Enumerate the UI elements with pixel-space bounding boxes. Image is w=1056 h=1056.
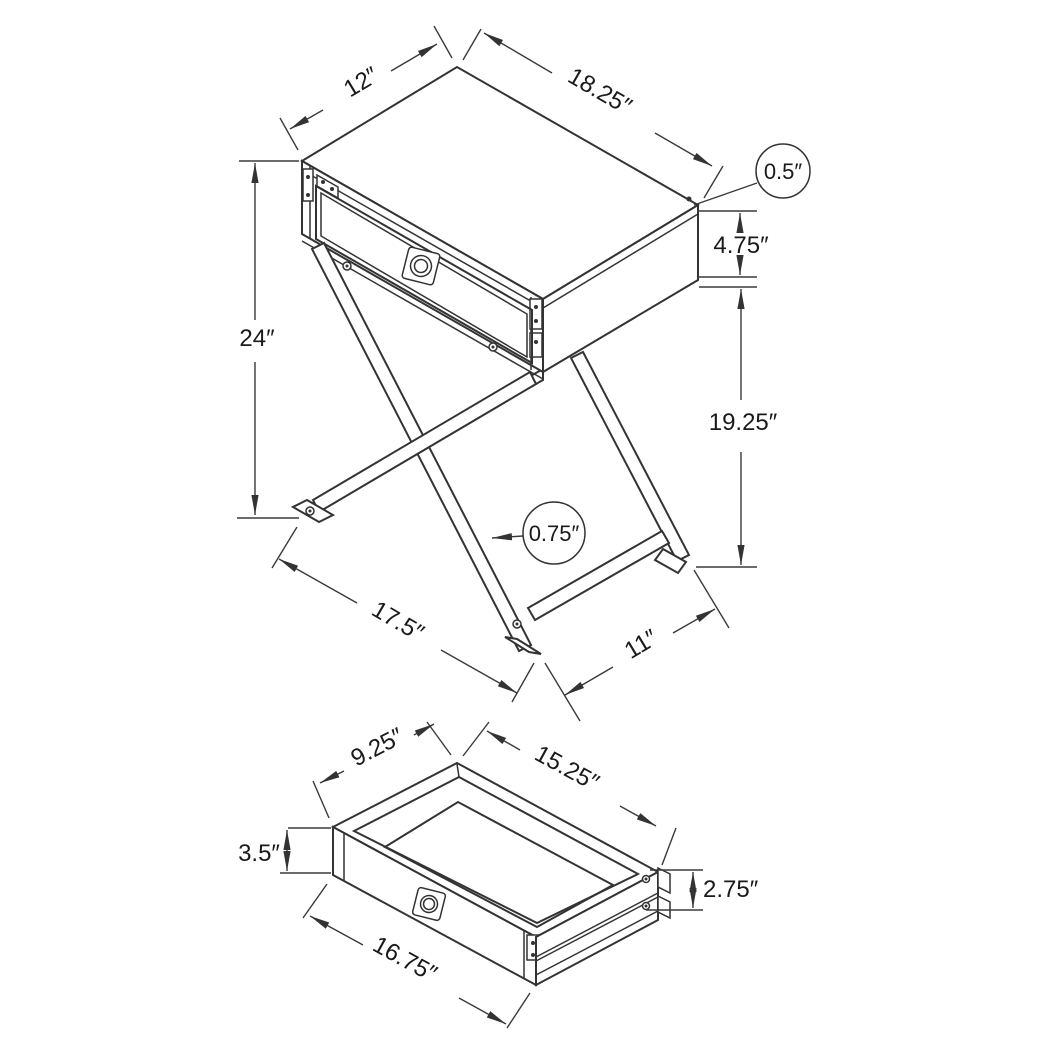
dim-label-drawer-side-height: 2.75″ — [703, 876, 759, 903]
knob-ring-inner — [422, 897, 436, 911]
foot-pad-back-right — [653, 547, 688, 575]
rail-screw-dot — [644, 904, 648, 908]
dim-label-drawer-width: 15.25″ — [530, 740, 604, 797]
foot-screw-dot — [308, 509, 312, 513]
table-front-legs — [290, 241, 688, 655]
bracket-screw — [531, 941, 535, 945]
plate-screw — [321, 180, 325, 184]
dim-drawer-box-height: 4.75″ — [697, 210, 769, 278]
corner-screw — [686, 196, 692, 202]
drawer-back-corner-edge — [456, 763, 460, 778]
drawer-rail-tab-lower — [657, 894, 671, 920]
drawer-knob — [401, 246, 441, 286]
table-figure — [290, 65, 700, 655]
drawer-knob — [411, 886, 447, 922]
dim-label-drawer-depth: 9.25″ — [347, 722, 409, 772]
dim-label-top-depth: 12″ — [339, 62, 384, 104]
plate-screw — [330, 187, 334, 191]
dim-label-base-front-span: 17.5″ — [367, 596, 429, 647]
dim-overall-height: 24″ — [237, 160, 299, 519]
drawer-rim-inner — [351, 775, 641, 925]
leg-screw-dot — [345, 264, 349, 268]
leg-stretcher-bar — [526, 529, 671, 622]
callout-leg-thickness: 0.75″ — [491, 501, 586, 565]
dim-label-drawer-box-height: 4.75″ — [713, 232, 769, 259]
tabletop-lip-edge — [301, 169, 699, 309]
bracket-screw — [534, 305, 538, 309]
dim-label-drawer-front-width: 16.75″ — [368, 931, 442, 988]
dim-base-front-span: 17.5″ — [271, 526, 535, 703]
dim-label-top-thickness: 0.5″ — [764, 159, 803, 184]
drawer-rail-line — [535, 896, 659, 962]
drawer-floor — [382, 800, 616, 929]
left-corner-bracket — [302, 168, 314, 202]
front-face-bottom-rail — [301, 240, 544, 380]
drawer-figure — [330, 761, 671, 987]
rail-screw-dot — [644, 877, 648, 881]
dim-leg-height: 19.25″ — [696, 286, 778, 568]
bracket-screw — [306, 175, 310, 179]
callout-top-thickness: 0.5″ — [693, 143, 811, 206]
drawer-rail-tab-upper — [657, 866, 671, 895]
callout-circle — [755, 143, 811, 199]
dim-label-leg-thickness: 0.75″ — [529, 521, 580, 546]
dim-drawer-side-height: 2.75″ — [646, 869, 759, 911]
drawer-rail-line — [535, 910, 659, 976]
drawer-rail-line — [535, 892, 659, 958]
dim-drawer-front-height: 3.5″ — [238, 827, 331, 874]
bracket-screw — [306, 193, 310, 197]
bracket-screw — [531, 953, 535, 957]
bracket-screw — [534, 340, 538, 344]
dim-label-leg-height: 19.25″ — [709, 409, 778, 436]
table-box — [300, 65, 700, 380]
dim-label-overall-height: 24″ — [239, 325, 275, 352]
dim-label-drawer-front-height: 3.5″ — [238, 840, 280, 867]
back-leg-right — [569, 350, 691, 563]
dim-label-base-side-span: 11″ — [620, 624, 663, 665]
table-right-face — [542, 203, 699, 374]
leg-screw-dot — [515, 622, 519, 626]
callout-circle — [522, 501, 586, 565]
front-leg-right-to-left — [311, 370, 538, 514]
rail-screw-dot — [491, 345, 495, 349]
knob-ring-outer — [409, 254, 433, 278]
drawer-panel-outer — [315, 184, 533, 365]
knob-ring-inner — [413, 258, 429, 274]
drawer-panel-inner — [320, 191, 528, 359]
foot-pad-front-right — [504, 636, 542, 655]
bracket-screw — [534, 319, 538, 323]
dim-label-top-width: 18.25″ — [563, 63, 636, 121]
